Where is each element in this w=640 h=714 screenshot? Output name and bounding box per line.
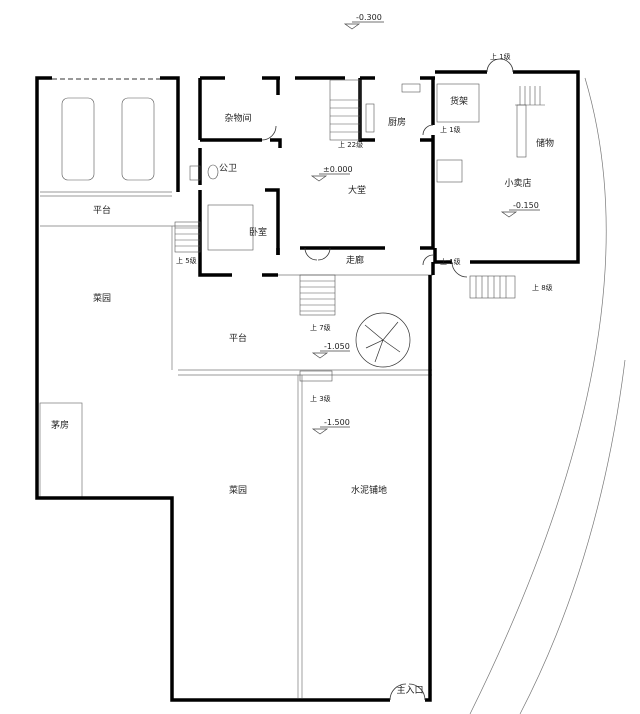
- elevation-terrace: -1.050: [324, 342, 350, 351]
- stairs: [174, 79, 545, 382]
- step-note-left-stair: 上 5级: [176, 256, 197, 265]
- area-lines: [39, 191, 433, 698]
- doors: [261, 58, 514, 701]
- step-note-shop-stair: 上 8级: [532, 283, 553, 292]
- step-note-center-stair: 上 7级: [310, 323, 331, 332]
- step-note-stair: 上 22级: [338, 140, 363, 149]
- elevation-shop: -0.150: [513, 201, 539, 210]
- step-note-corridor-side: 上 1级: [440, 257, 461, 266]
- site-boundary-arc: [469, 77, 607, 714]
- elevation-markers: [310, 21, 540, 435]
- tree-icon: [355, 312, 411, 368]
- room-label-corridor: 走廊: [346, 254, 364, 266]
- room-label-lobby: 大堂: [348, 184, 366, 196]
- room-label-storage-room: 杂物间: [224, 112, 251, 124]
- furniture: [61, 83, 480, 251]
- room-label-shelf: 货架: [450, 95, 468, 107]
- room-label-terrace-center: 平台: [229, 332, 247, 344]
- elevation-top: -0.300: [356, 13, 382, 22]
- room-label-shop: 小卖店: [504, 177, 531, 189]
- site-boundary-arc-outer: [519, 359, 626, 714]
- room-label-bathroom: 公卫: [219, 163, 237, 174]
- room-label-garden-bottom: 菜园: [229, 484, 247, 496]
- room-label-main-entrance: 主入口: [396, 684, 423, 696]
- room-label-cement-paving: 水泥铺地: [351, 484, 387, 496]
- room-label-kitchen: 厨房: [388, 116, 406, 128]
- car-icon: [121, 97, 155, 181]
- bed-icon: [207, 204, 254, 251]
- step-note-shop-top: 上 1级: [490, 52, 511, 61]
- car-icon: [61, 97, 95, 181]
- room-label-garden-left: 菜园: [93, 292, 111, 304]
- elevation-lobby: ±0.000: [323, 165, 353, 174]
- walls: [35, 70, 580, 702]
- step-note-kitchen-side: 上 1级: [440, 125, 461, 134]
- room-label-bedroom: 卧室: [249, 226, 267, 238]
- toilet-icon: [207, 164, 219, 180]
- room-label-storage: 储物: [536, 137, 554, 149]
- room-label-toilet-hut: 茅房: [51, 419, 69, 431]
- elevation-yard: -1.500: [324, 418, 350, 427]
- step-note-yard-stair: 上 3级: [310, 394, 331, 403]
- room-label-terrace-left: 平台: [93, 204, 111, 216]
